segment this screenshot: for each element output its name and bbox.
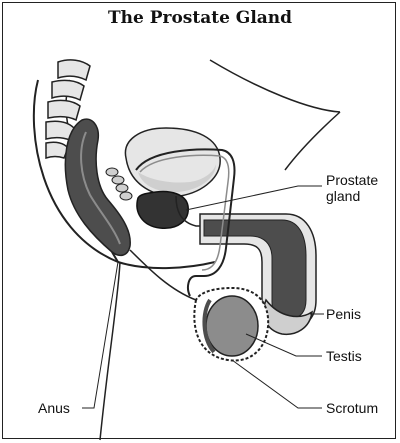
seminal-vesicles: [105, 167, 133, 201]
perineum-outline: [129, 249, 197, 301]
label-scrotum: Scrotum: [326, 400, 379, 416]
leader-lines: [82, 185, 324, 409]
leader-scrotum: [231, 359, 322, 409]
abdomen-outline: [209, 59, 341, 113]
label-testis: Testis: [326, 348, 362, 364]
anus-point: [111, 251, 119, 263]
label-prostate-gland: Prostate gland: [326, 172, 379, 204]
bladder-fluid: [138, 164, 216, 193]
rectum-inner: [80, 131, 121, 245]
prostate-gland: [136, 190, 189, 229]
leader-prostate: [185, 185, 322, 211]
vas-deferens: [135, 148, 236, 297]
body-outline: [32, 79, 216, 270]
label-penis: Penis: [326, 306, 362, 322]
epididymis: [202, 298, 216, 354]
leader-testis: [245, 333, 322, 357]
sacrum-vertebrae: [45, 59, 91, 160]
diagram-title: The Prostate Gland: [107, 8, 293, 28]
vas-deferens-inner: [139, 154, 230, 271]
thigh-outline: [99, 261, 121, 441]
label-anus: Anus: [38, 400, 70, 416]
testis: [205, 295, 259, 357]
leader-anus: [82, 261, 119, 409]
pubic-outline: [284, 111, 341, 171]
